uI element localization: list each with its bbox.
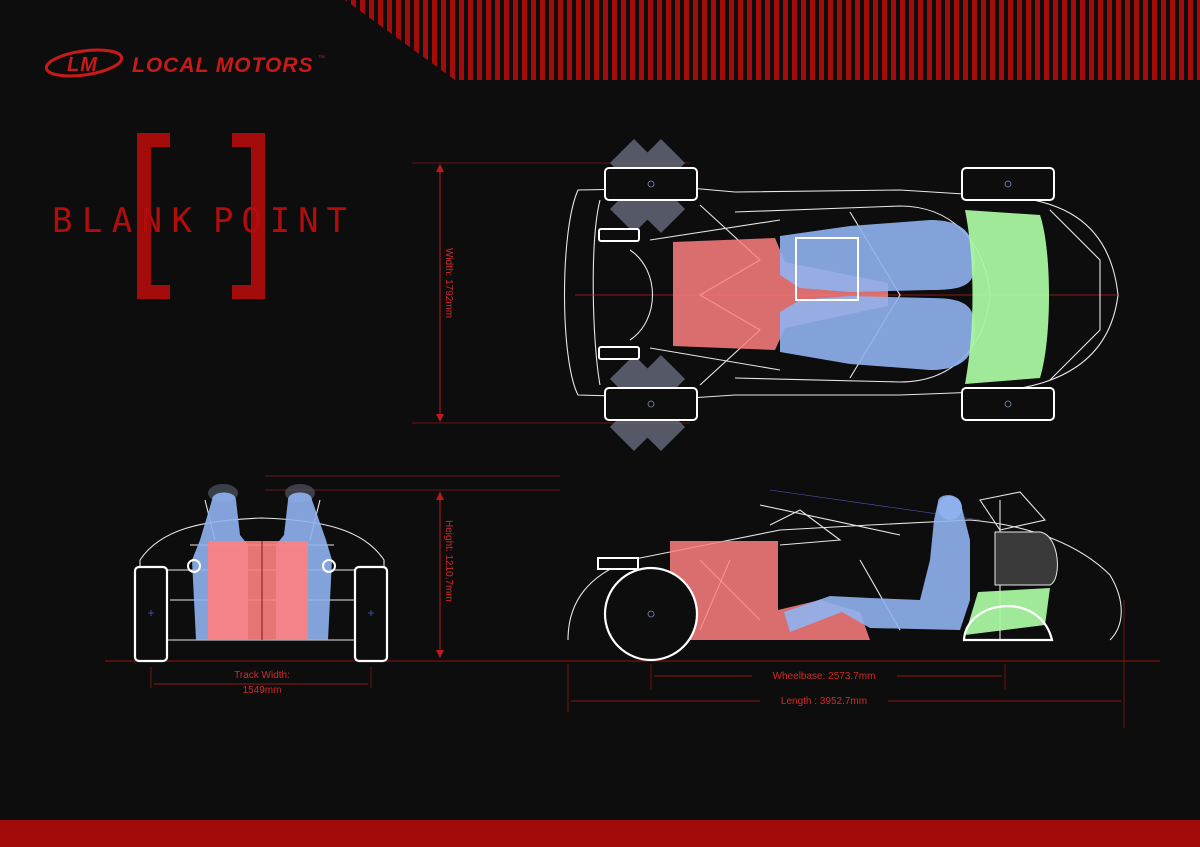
- top-view: Width: 1792mm: [412, 138, 1119, 452]
- track-width-label-line2: 1549mm: [243, 685, 282, 696]
- title-word-2: POINT: [213, 201, 347, 241]
- striped-header-band: [345, 0, 1200, 80]
- side-occupant: [784, 495, 970, 632]
- drivetrain-zone: [673, 238, 888, 350]
- front-view: Height: 1210.7mm: [105, 475, 1160, 696]
- side-cargo-zone: [965, 588, 1050, 635]
- height-dimension-label: Height: 1210.7mm: [443, 520, 454, 602]
- track-width-label-line1: Track Width:: [234, 670, 290, 681]
- footer-band: [0, 820, 1200, 847]
- logo-oval-icon: [44, 48, 124, 78]
- local-motors-logo: LM LOCAL MOTORS ™: [44, 48, 325, 78]
- logo-name: LOCAL MOTORS: [132, 54, 314, 77]
- side-view-wheels: [603, 566, 699, 662]
- side-drivetrain-zone: [670, 541, 870, 640]
- logo-mark: LM: [67, 54, 98, 76]
- cargo-zone: [965, 210, 1049, 384]
- logo-trademark: ™: [318, 55, 325, 62]
- steering-marker: [795, 237, 859, 301]
- wheelbase-label: Wheelbase: 2573.7mm: [773, 671, 876, 682]
- title-word-1: BLANK: [52, 201, 193, 241]
- left-bracket-icon: [137, 133, 170, 299]
- width-dimension-label: Width: 1792mm: [443, 248, 454, 318]
- top-view-wheels: [598, 167, 1055, 421]
- side-view: Wheelbase: 2573.7mm Length : 3952.7mm: [567, 489, 1125, 728]
- project-title: BLANK POINT: [52, 133, 347, 299]
- length-label: Length : 3952.7mm: [781, 696, 867, 707]
- front-drivetrain-zone: [208, 541, 308, 640]
- right-bracket-icon: [232, 133, 265, 299]
